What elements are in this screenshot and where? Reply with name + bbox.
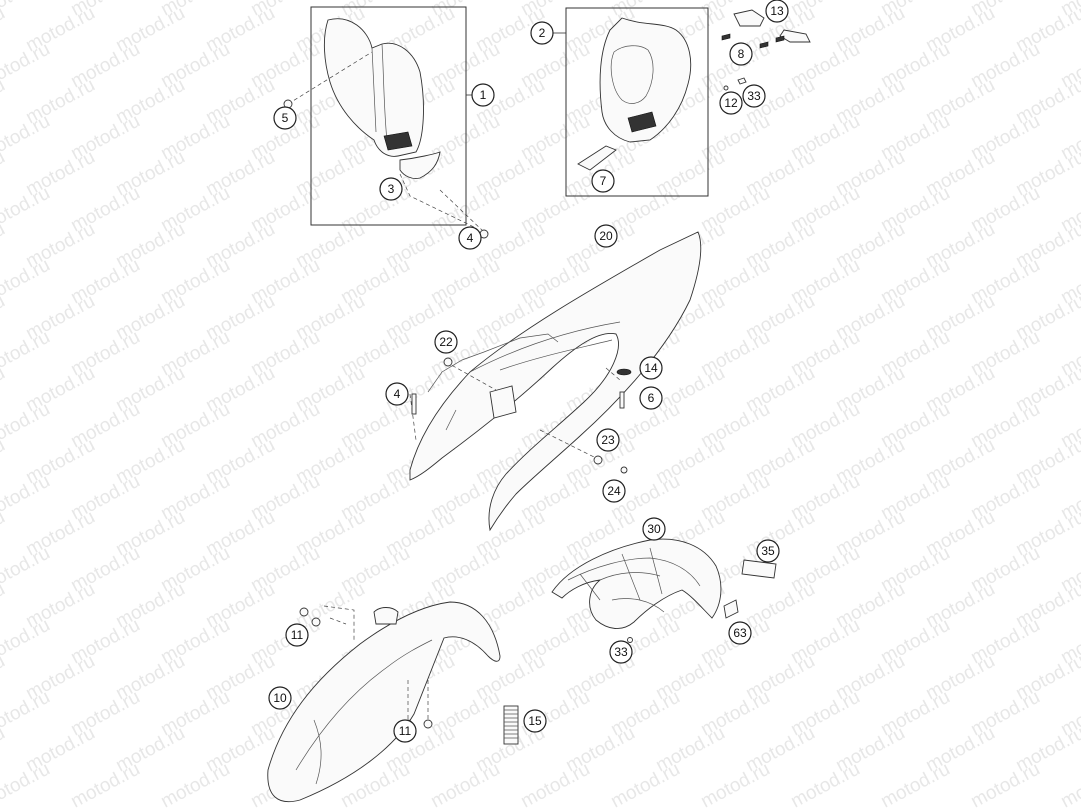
small-parts-top-right (721, 9, 811, 91)
watermark-text: motod.ru (0, 543, 54, 597)
headlight-mask-variant-part (599, 17, 692, 143)
watermark-text: motod.ru (877, 759, 953, 811)
callout-24: 24 (602, 479, 626, 503)
watermark-text: motod.ru (787, 759, 863, 811)
svg-text:14: 14 (644, 361, 658, 375)
callout-4-top: 4 (458, 226, 482, 250)
callout-6: 6 (639, 386, 663, 410)
nut-24-part (620, 466, 628, 474)
callout-7: 7 (591, 169, 615, 193)
svg-text:15: 15 (528, 714, 542, 728)
watermark-text: motod.ru (0, 327, 54, 381)
callout-13: 13 (765, 0, 789, 23)
svg-text:11: 11 (291, 628, 304, 642)
watermark-text: motod.ru (0, 399, 54, 453)
callout-5: 5 (273, 106, 297, 130)
sticker-7-part (577, 145, 617, 171)
watermark-text: motod.ru (0, 183, 54, 237)
front-fender-part (267, 601, 501, 803)
rear-fender-part (409, 231, 702, 532)
number-plate-35-part (741, 559, 777, 579)
callout-15: 15 (523, 709, 547, 733)
callout-11-bottom: 11 (393, 719, 417, 743)
sticker-15-part (503, 705, 519, 745)
svg-text:5: 5 (282, 111, 289, 125)
callout-1: 1 (471, 83, 495, 107)
callout-30: 30 (642, 517, 666, 541)
nut-22-part (443, 357, 453, 367)
svg-text:22: 22 (439, 335, 453, 349)
svg-text:12: 12 (724, 96, 738, 110)
svg-text:24: 24 (607, 484, 621, 498)
watermark-text: motod.ru (0, 471, 54, 525)
bolt-6-part (619, 391, 625, 409)
number-plate-bracket-part (399, 151, 441, 179)
assembly-box-2 (565, 7, 709, 197)
svg-text:35: 35 (761, 544, 775, 558)
svg-text:20: 20 (599, 229, 613, 243)
watermark-text: motod.ru (0, 255, 54, 309)
svg-text:4: 4 (467, 231, 474, 245)
svg-text:13: 13 (770, 4, 784, 18)
svg-text:1: 1 (480, 88, 487, 102)
svg-text:6: 6 (648, 391, 655, 405)
callout-11-top: 11 (285, 623, 309, 647)
svg-text:7: 7 (600, 174, 607, 188)
rubber-14-part (616, 368, 632, 376)
svg-text:11: 11 (399, 724, 412, 738)
watermark-text: motod.ru (0, 0, 54, 20)
callout-35: 35 (756, 539, 780, 563)
watermark-text: motod.ru (697, 759, 773, 811)
callout-4-mid: 4 (385, 382, 409, 406)
watermark-text: motod.ru (1057, 759, 1081, 811)
headlight-mask-group (283, 6, 489, 239)
svg-text:33: 33 (747, 89, 761, 103)
headlight-mask-variant-group (552, 7, 709, 197)
watermark-text: motod.ru (157, 759, 233, 811)
svg-text:3: 3 (388, 182, 395, 196)
bolt-4-part (411, 393, 417, 415)
rear-fender-inner-group (551, 538, 777, 643)
watermark-text: motod.ru (607, 759, 683, 811)
callout-20: 20 (594, 224, 618, 248)
reflector-63-part (723, 599, 739, 619)
watermark-text: motod.ru (67, 759, 143, 811)
washer-23-part (593, 455, 603, 465)
assembly-box-1 (310, 6, 467, 226)
svg-text:30: 30 (647, 522, 661, 536)
svg-text:63: 63 (733, 626, 747, 640)
callout-14: 14 (639, 356, 663, 380)
svg-text:23: 23 (601, 433, 615, 447)
callout-8: 8 (729, 42, 753, 66)
callout-layer: 1 2 3 4 5 7 8 12 13 33 20 22 4 14 6 23 2… (268, 0, 789, 743)
hand-guard-clip-13-part (733, 9, 765, 27)
watermark-text: motod.ru (517, 759, 593, 811)
callout-3: 3 (379, 177, 403, 201)
svg-text:10: 10 (273, 691, 287, 705)
watermark-text: motod.ru (0, 39, 54, 93)
callout-22: 22 (434, 330, 458, 354)
callout-33-bottom: 33 (609, 640, 633, 664)
front-fender-group (267, 601, 519, 803)
callout-2: 2 (530, 21, 554, 45)
watermark-text: motod.ru (427, 759, 503, 811)
watermark-text: motod.ru (0, 111, 54, 165)
rear-fender-group (409, 231, 702, 532)
watermark-text: motod.ru (0, 687, 54, 741)
callout-33-top: 33 (742, 84, 766, 108)
svg-text:2: 2 (539, 26, 546, 40)
svg-text:8: 8 (738, 47, 745, 61)
callout-63: 63 (728, 621, 752, 645)
svg-text:4: 4 (394, 387, 401, 401)
nut-11a-part (299, 607, 309, 617)
watermark-text: motod.ru (0, 615, 54, 669)
svg-text:33: 33 (614, 645, 628, 659)
watermark-text: motod.ru (967, 759, 1043, 811)
callout-12: 12 (719, 91, 743, 115)
callout-23: 23 (596, 428, 620, 452)
callout-10: 10 (268, 686, 292, 710)
